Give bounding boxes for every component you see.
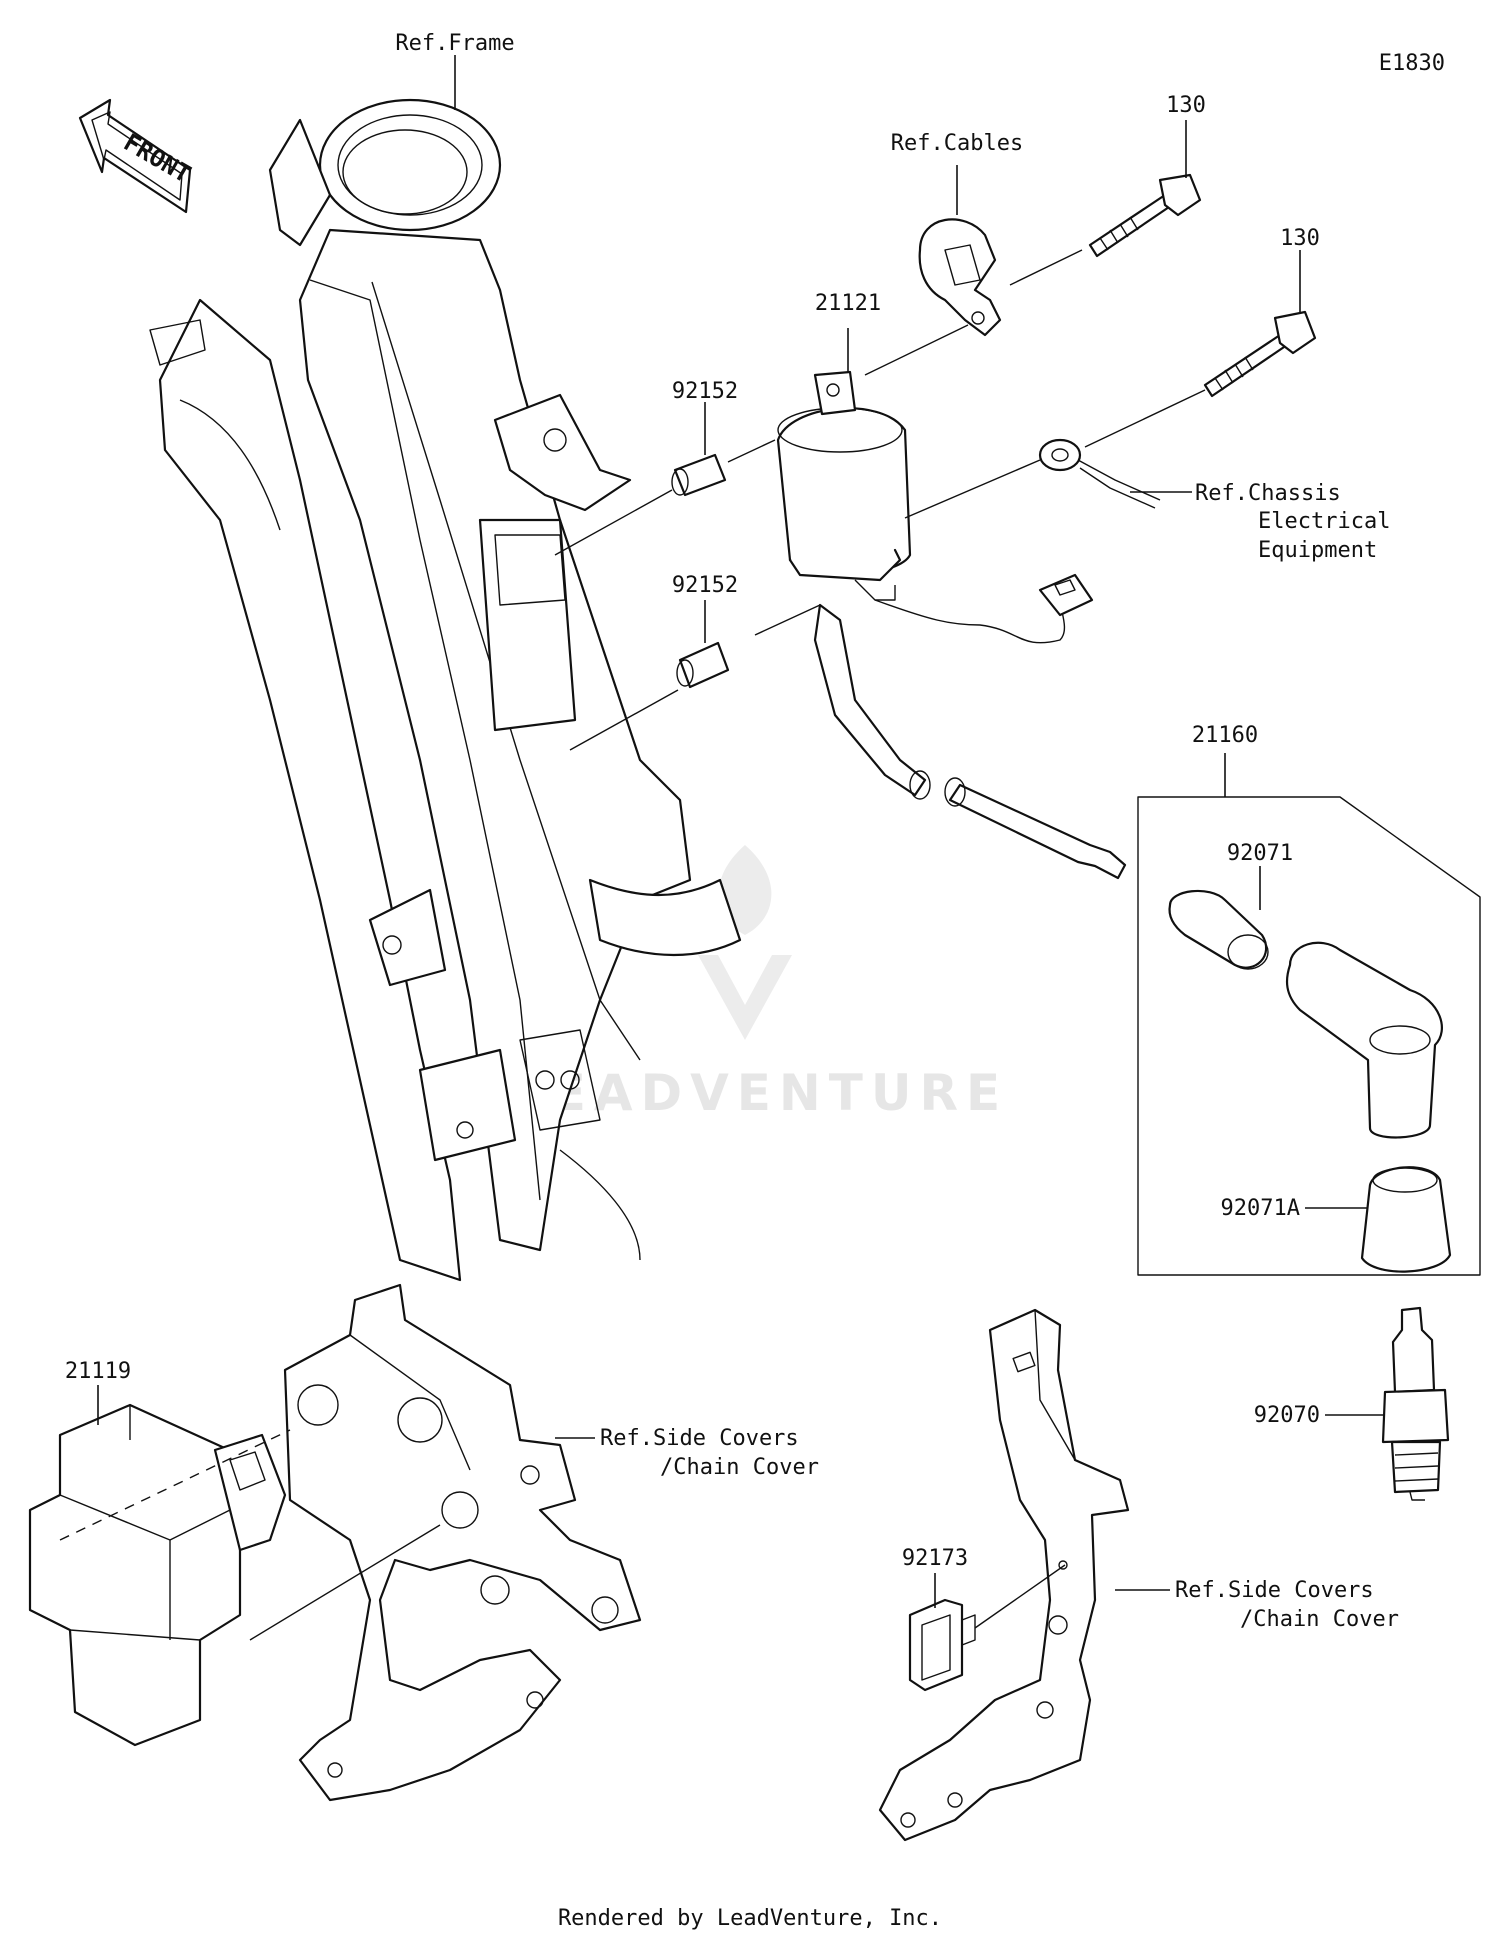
spark-plug-drawing (1381, 1306, 1450, 1501)
label-collar-92152-upper: 92152 (672, 379, 738, 404)
collar-upper-drawing (671, 453, 727, 497)
watermark-text: LEADVENTURE (512, 1064, 1008, 1122)
leader-lines (97, 55, 1385, 1608)
label-ref-side-covers-right-1: Ref.Side Covers (1175, 1578, 1374, 1603)
label-coil-21121: 21121 (815, 291, 881, 316)
cdi-unit-drawing (28, 1403, 287, 1747)
label-bolt-130-upper: 130 (1166, 93, 1206, 118)
label-ref-side-covers-left-2: /Chain Cover (660, 1455, 819, 1480)
label-spark-plug-92070: 92070 (1254, 1403, 1320, 1428)
label-ref-chassis-3: Equipment (1258, 538, 1377, 563)
cap-assembly-box (1137, 796, 1481, 1276)
frame-drawing (149, 98, 742, 1282)
label-relay-92173: 92173 (902, 1546, 968, 1571)
footer-credit: Rendered by LeadVenture, Inc. (557, 1906, 943, 1931)
assembly-lines (59, 249, 1206, 1641)
bolt-lower-drawing (1203, 310, 1317, 398)
label-ref-frame: Ref.Frame (395, 31, 514, 56)
label-ref-side-covers-left-1: Ref.Side Covers (600, 1426, 799, 1451)
label-cap-assembly-21160: 21160 (1192, 723, 1258, 748)
relay-drawing (908, 1598, 976, 1692)
label-collar-92152-lower: 92152 (672, 573, 738, 598)
label-cdi-21119: 21119 (65, 1359, 131, 1384)
label-boot-92071: 92071 (1227, 841, 1293, 866)
label-bolt-130-lower: 130 (1280, 226, 1320, 251)
label-ref-side-covers-right-2: /Chain Cover (1240, 1607, 1399, 1632)
right-bracket-drawing (878, 1308, 1130, 1842)
ignition-coil-drawing (776, 370, 1127, 880)
ground-terminal-drawing (1038, 438, 1161, 509)
label-seal-92071a: 92071A (1221, 1196, 1300, 1221)
left-bracket-drawing (283, 1283, 642, 1802)
cable-clamp-drawing (918, 218, 1002, 337)
label-ref-chassis-1: Ref.Chassis (1195, 481, 1341, 506)
diagram-code: E1830 (1379, 51, 1445, 76)
label-ref-chassis-2: Electrical (1258, 509, 1390, 534)
collar-lower-drawing (676, 641, 730, 689)
label-ref-cables: Ref.Cables (891, 131, 1023, 156)
front-arrow-icon: FRONT (78, 98, 196, 214)
bolt-upper-drawing (1088, 173, 1202, 258)
